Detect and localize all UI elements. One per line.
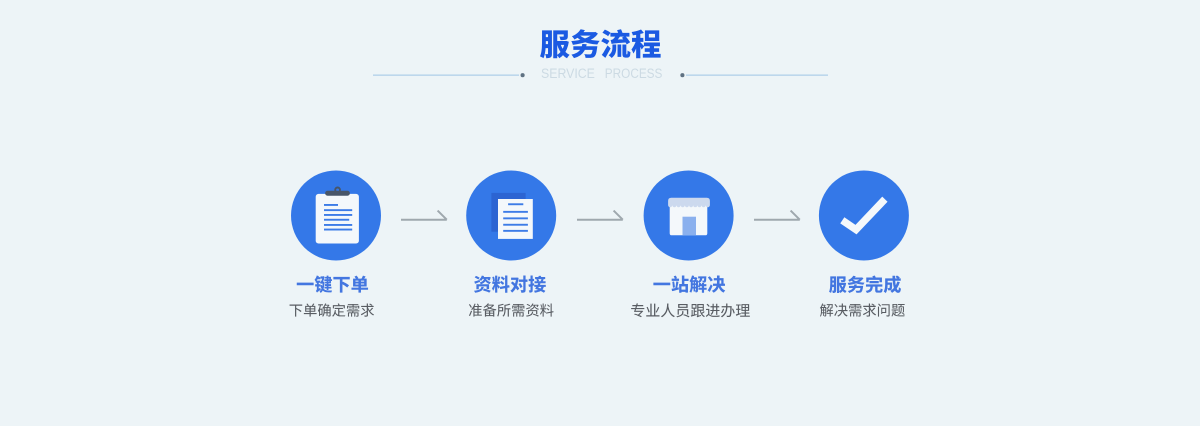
svg-text:SERVICE: SERVICE bbox=[541, 66, 595, 81]
svg-text:PROCESS: PROCESS bbox=[605, 66, 663, 81]
